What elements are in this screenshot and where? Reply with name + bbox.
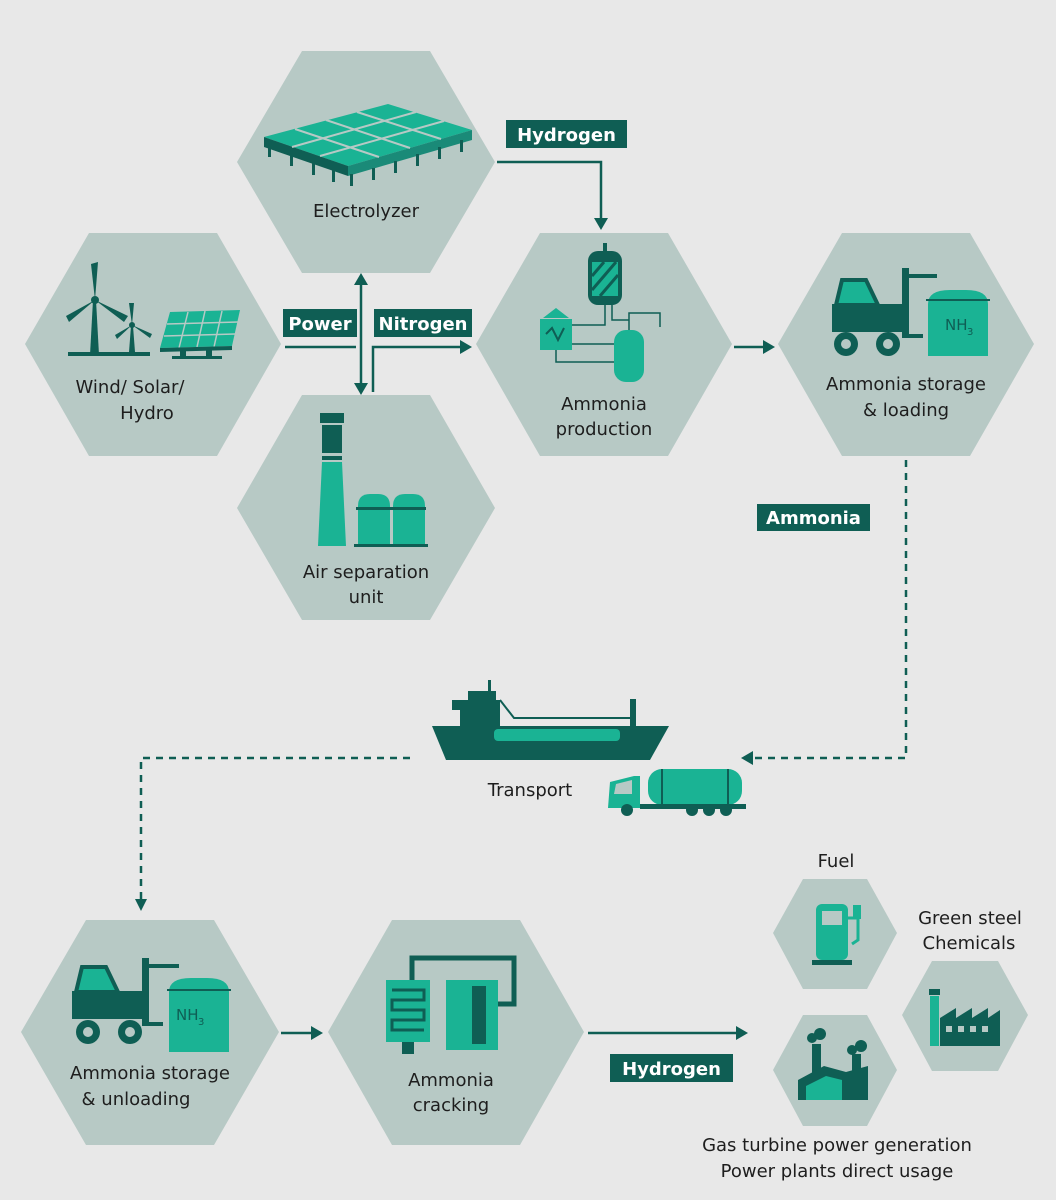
label-storage-unloading-line1: Ammonia storage xyxy=(70,1063,230,1084)
svg-text:NH: NH xyxy=(945,316,968,334)
label-air-separation-line2: unit xyxy=(349,587,384,608)
flow-power-arrow-up xyxy=(354,273,368,285)
flow-nitrogen-arrowhead xyxy=(460,340,472,354)
svg-text:Power: Power xyxy=(288,314,351,335)
label-cracking-line2: cracking xyxy=(413,1095,489,1116)
label-electrolyzer: Electrolyzer xyxy=(313,201,420,222)
svg-text:3: 3 xyxy=(967,327,973,338)
flow-cracking-to-uses-arrowhead xyxy=(736,1026,748,1040)
wind-solar-icon xyxy=(66,262,240,359)
tag-hydrogen-top: Hydrogen xyxy=(506,120,627,148)
flow-transport-dashed-arrowhead xyxy=(135,899,147,911)
flow-production-to-storage-arrowhead xyxy=(763,340,775,354)
svg-text:NH: NH xyxy=(176,1006,199,1024)
label-storage-unloading-line2: & unloading xyxy=(82,1089,191,1110)
svg-text:Ammonia: Ammonia xyxy=(766,508,861,529)
forklift-tank-icon-unloading: NH 3 xyxy=(72,958,231,1052)
truck-icon xyxy=(608,769,746,816)
flow-hydrogen-arrowhead xyxy=(594,218,608,230)
power-plant-icon xyxy=(798,1028,868,1100)
flow-nitrogen-line xyxy=(371,345,462,392)
tag-ammonia: Ammonia xyxy=(757,504,870,531)
cracking-icon xyxy=(386,955,517,1054)
svg-text:Nitrogen: Nitrogen xyxy=(379,314,468,335)
label-green-steel-line2: Chemicals xyxy=(923,933,1016,954)
label-fuel: Fuel xyxy=(818,851,855,872)
label-air-separation-line1: Air separation xyxy=(303,562,429,583)
forklift-tank-icon-loading: NH 3 xyxy=(832,268,990,356)
label-transport: Transport xyxy=(487,780,572,801)
tag-power: Power xyxy=(283,309,357,337)
svg-text:Hydrogen: Hydrogen xyxy=(622,1059,721,1080)
hex-storage-unloading xyxy=(21,920,279,1145)
flow-hydrogen-line xyxy=(497,160,603,220)
factory-icon xyxy=(929,989,1000,1046)
label-gas-turbine-line1: Gas turbine power generation xyxy=(702,1135,972,1156)
hex-storage-loading xyxy=(778,233,1034,456)
fuel-pump-icon xyxy=(812,904,861,965)
label-ammonia-production-line2: production xyxy=(556,419,653,440)
tag-nitrogen: Nitrogen xyxy=(374,309,472,337)
label-renewables-line1: Wind/ Solar/ xyxy=(76,377,186,398)
tag-hydrogen-bottom: Hydrogen xyxy=(610,1054,733,1082)
label-storage-loading-line2: & loading xyxy=(863,400,949,421)
svg-text:3: 3 xyxy=(198,1017,204,1028)
flow-power-arrow-down xyxy=(354,383,368,395)
flow-ammonia-dashed-arrowhead xyxy=(741,751,753,765)
label-gas-turbine-line2: Power plants direct usage xyxy=(721,1161,954,1182)
flow-transport-dashed-line xyxy=(139,756,410,900)
label-ammonia-production-line1: Ammonia xyxy=(561,394,647,415)
label-storage-loading-line1: Ammonia storage xyxy=(826,374,986,395)
ammonia-production-icon xyxy=(540,243,661,382)
electrolyzer-icon xyxy=(264,104,472,186)
ship-icon xyxy=(432,680,669,760)
label-cracking-line1: Ammonia xyxy=(408,1070,494,1091)
hex-renewables xyxy=(25,233,281,456)
svg-text:Hydrogen: Hydrogen xyxy=(517,125,616,146)
label-green-steel-line1: Green steel xyxy=(918,908,1022,929)
air-separation-icon xyxy=(318,413,428,547)
label-renewables-line2: Hydro xyxy=(120,403,174,424)
flow-unloading-to-cracking-arrowhead xyxy=(311,1026,323,1040)
